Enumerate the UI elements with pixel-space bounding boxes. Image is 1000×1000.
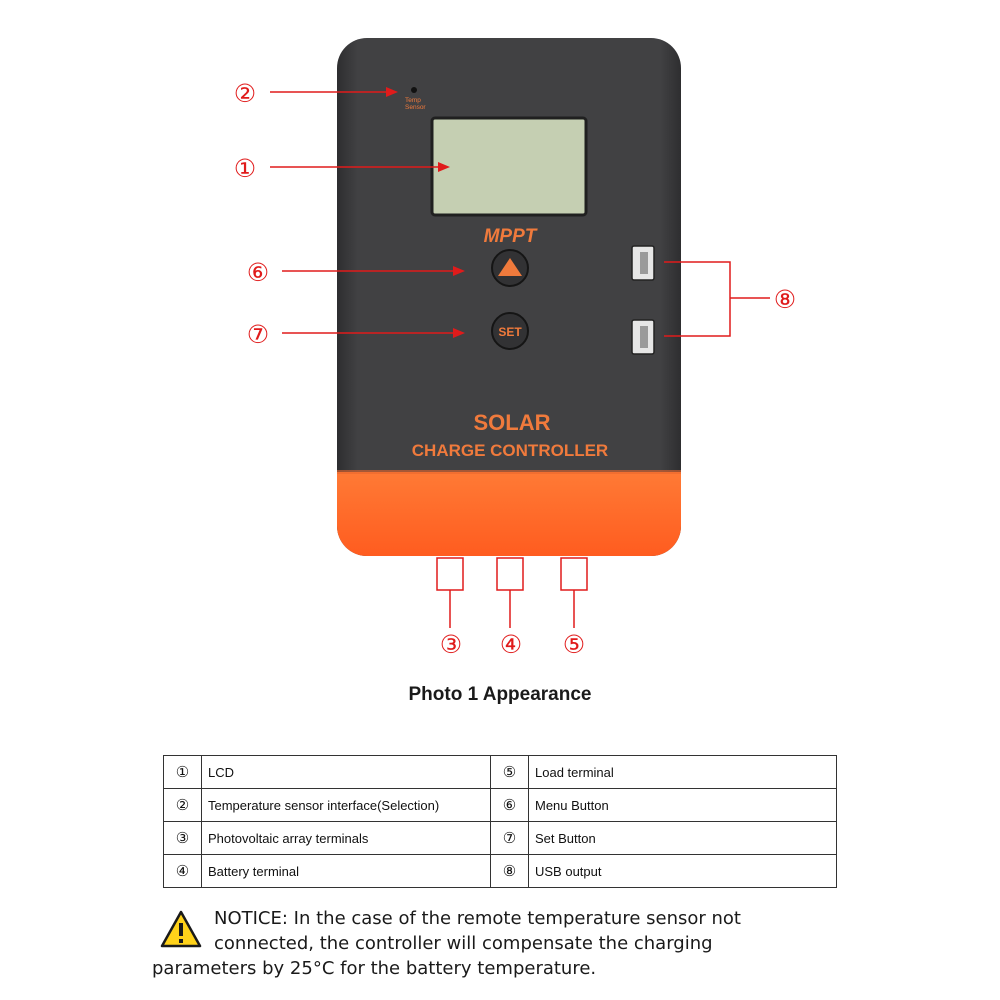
set-button-label: SET	[498, 325, 522, 339]
legend-label: Set Button	[528, 821, 837, 855]
legend-number: ⑦	[490, 821, 529, 855]
usb-port[interactable]	[631, 319, 655, 355]
callout-3: ③	[440, 630, 462, 659]
brand-subtitle: CHARGE CONTROLLER	[412, 441, 608, 460]
callout-2: ②	[234, 79, 256, 108]
legend-label: Photovoltaic array terminals	[201, 821, 491, 855]
usb-port[interactable]	[631, 245, 655, 281]
up-arrow-icon	[498, 258, 522, 276]
legend-label: Temperature sensor interface(Selection)	[201, 788, 491, 822]
mppt-label: MPPT	[484, 226, 538, 247]
callout-7: ⑦	[247, 320, 269, 349]
pv-terminal	[436, 557, 464, 628]
legend-label: Menu Button	[528, 788, 837, 822]
callout-leaders	[270, 87, 770, 338]
legend-number: ①	[163, 755, 202, 789]
figure-caption: Photo 1 Appearance	[408, 684, 592, 705]
legend-number: ④	[163, 854, 202, 888]
notice-block: NOTICE: In the case of the remote temper…	[152, 906, 852, 981]
warning-icon	[160, 910, 202, 948]
callout-1: ①	[234, 154, 256, 183]
legend-label: USB output	[528, 854, 837, 888]
temp-sensor-label: Temp	[405, 97, 421, 104]
set-button[interactable]: SET	[491, 312, 529, 350]
table-row: ③ Photovoltaic array terminals ⑦ Set But…	[163, 821, 837, 855]
menu-button[interactable]	[491, 249, 529, 287]
callout-6: ⑥	[247, 258, 269, 287]
battery-terminal	[496, 557, 524, 628]
legend-number: ⑤	[490, 755, 529, 789]
load-terminal	[560, 557, 588, 628]
callout-8: ⑧	[774, 285, 796, 314]
table-row: ② Temperature sensor interface(Selection…	[163, 788, 837, 822]
notice-line: parameters by 25°C for the battery tempe…	[152, 958, 597, 979]
temp-sensor-port	[411, 87, 417, 93]
brand-title: SOLAR	[474, 410, 551, 435]
callout-5: ⑤	[563, 630, 585, 659]
callout-4: ④	[500, 630, 522, 659]
legend-number: ⑧	[490, 854, 529, 888]
temp-sensor-label: Sensor	[405, 104, 426, 111]
legend-table: ① LCD ⑤ Load terminal ② Temperature sens…	[163, 755, 837, 888]
table-row: ④ Battery terminal ⑧ USB output	[163, 854, 837, 888]
notice-line: connected, the controller will compensat…	[214, 933, 713, 954]
notice-line: NOTICE: In the case of the remote temper…	[214, 908, 741, 929]
table-row: ① LCD ⑤ Load terminal	[163, 755, 837, 789]
legend-number: ③	[163, 821, 202, 855]
legend-label: LCD	[201, 755, 491, 789]
lcd-screen	[430, 116, 588, 217]
legend-number: ⑥	[490, 788, 529, 822]
legend-label: Battery terminal	[201, 854, 491, 888]
legend-number: ②	[163, 788, 202, 822]
legend-label: Load terminal	[528, 755, 837, 789]
controller-diagram: Temp Sensor MPPT SET SOLAR CHARGE CONTRO…	[234, 38, 796, 659]
